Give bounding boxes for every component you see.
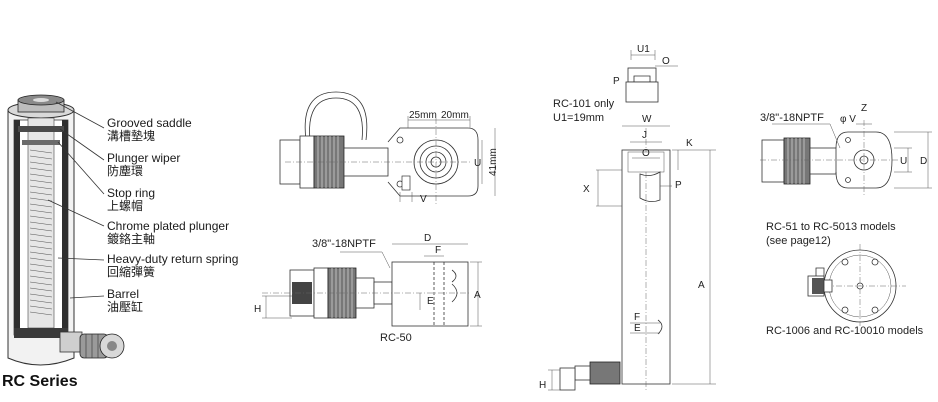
center-dim-p-top: P	[613, 76, 620, 87]
center-dim-o: O	[642, 148, 650, 159]
center-dim-a: A	[698, 280, 705, 291]
rc50-side-view	[262, 261, 470, 327]
center-dim-e: E	[634, 323, 641, 334]
center-cylinder	[559, 128, 671, 392]
rc51-caption-sub: (see page12)	[766, 235, 831, 247]
callout-en-5: Heavy-duty return spring	[107, 252, 238, 266]
callout-zh-3: 上螺帽	[107, 198, 143, 213]
center-dim-f: F	[634, 312, 640, 323]
rc51-thread: 3/8"-18NPTF	[760, 112, 824, 124]
cutaway-cylinder	[7, 94, 125, 366]
rc51-drawing	[760, 120, 900, 196]
rc50-caption: RC-50	[380, 332, 412, 344]
callout-en-2: Plunger wiper	[107, 151, 180, 165]
callout-zh-6: 油壓缸	[107, 299, 143, 314]
rc51-dim-u: U	[900, 156, 907, 167]
rc50-dim-h: H	[254, 304, 261, 315]
center-top-detail: U1 O P	[613, 44, 678, 103]
rc51-caption: RC-51 to RC-5013 models	[766, 221, 896, 233]
callout-zh-5: 回縮彈簧	[107, 264, 155, 279]
center-dim-j: J	[642, 130, 647, 141]
callout-zh-1: 溝槽墊塊	[107, 128, 155, 143]
center-dim-x: X	[583, 184, 590, 195]
rc51-dim-d: D	[920, 156, 927, 167]
center-note-2: U1=19mm	[553, 112, 604, 124]
coupler-icon	[59, 331, 125, 359]
rc50-dim-25: 25mm	[409, 110, 437, 121]
callout-labels: Grooved saddle 溝槽墊塊 Plunger wiper 防塵環 St…	[107, 116, 238, 314]
center-dim-h: H	[539, 380, 546, 391]
callout-en-4: Chrome plated plunger	[107, 219, 229, 233]
callout-zh-4: 鍍鉻主軸	[107, 231, 155, 246]
rc50-dim-e: E	[427, 296, 434, 307]
rc50-dim-41: 41mm	[488, 148, 499, 176]
rc51-dims: 3/8"-18NPTF Z φ V U D	[760, 103, 932, 189]
rc50-dim-v: V	[420, 194, 427, 205]
series-title: RC Series	[2, 373, 78, 390]
rc51-dim-z: Z	[861, 103, 867, 114]
callout-en-6: Barrel	[107, 287, 139, 301]
rc50-thread: 3/8"-18NPTF	[312, 238, 376, 250]
center-dim-u1: U1	[637, 44, 650, 55]
callout-en-1: Grooved saddle	[107, 116, 192, 130]
rc1006-caption: RC-1006 and RC-10010 models	[766, 325, 924, 337]
center-dim-w: W	[642, 114, 652, 125]
callout-leaders	[47, 101, 105, 299]
center-note-1: RC-101 only	[553, 98, 615, 110]
return-spring	[29, 149, 53, 316]
rc50-dim-u: U	[474, 158, 481, 169]
center-dim-k: K	[686, 138, 693, 149]
callout-en-3: Stop ring	[107, 186, 155, 200]
rc50-top-view	[279, 91, 479, 205]
callout-zh-2: 防塵環	[107, 163, 143, 178]
rc50-side-dims: 3/8"-18NPTF D F A E H RC-50	[254, 233, 482, 344]
rc50-dim-a: A	[474, 290, 481, 301]
rc50-top-dims: 25mm 20mm U 41mm V	[399, 110, 499, 205]
rc51-dim-v: φ V	[840, 114, 856, 125]
center-dim-p: P	[675, 180, 682, 191]
rc50-dim-20: 20mm	[441, 110, 469, 121]
center-dim-o-top: O	[662, 56, 670, 67]
rc50-dim-f: F	[435, 245, 441, 256]
rc50-dim-d: D	[424, 233, 431, 244]
rc1006-drawing	[807, 244, 906, 326]
center-dims: W J O K X P A F E H	[539, 114, 716, 391]
